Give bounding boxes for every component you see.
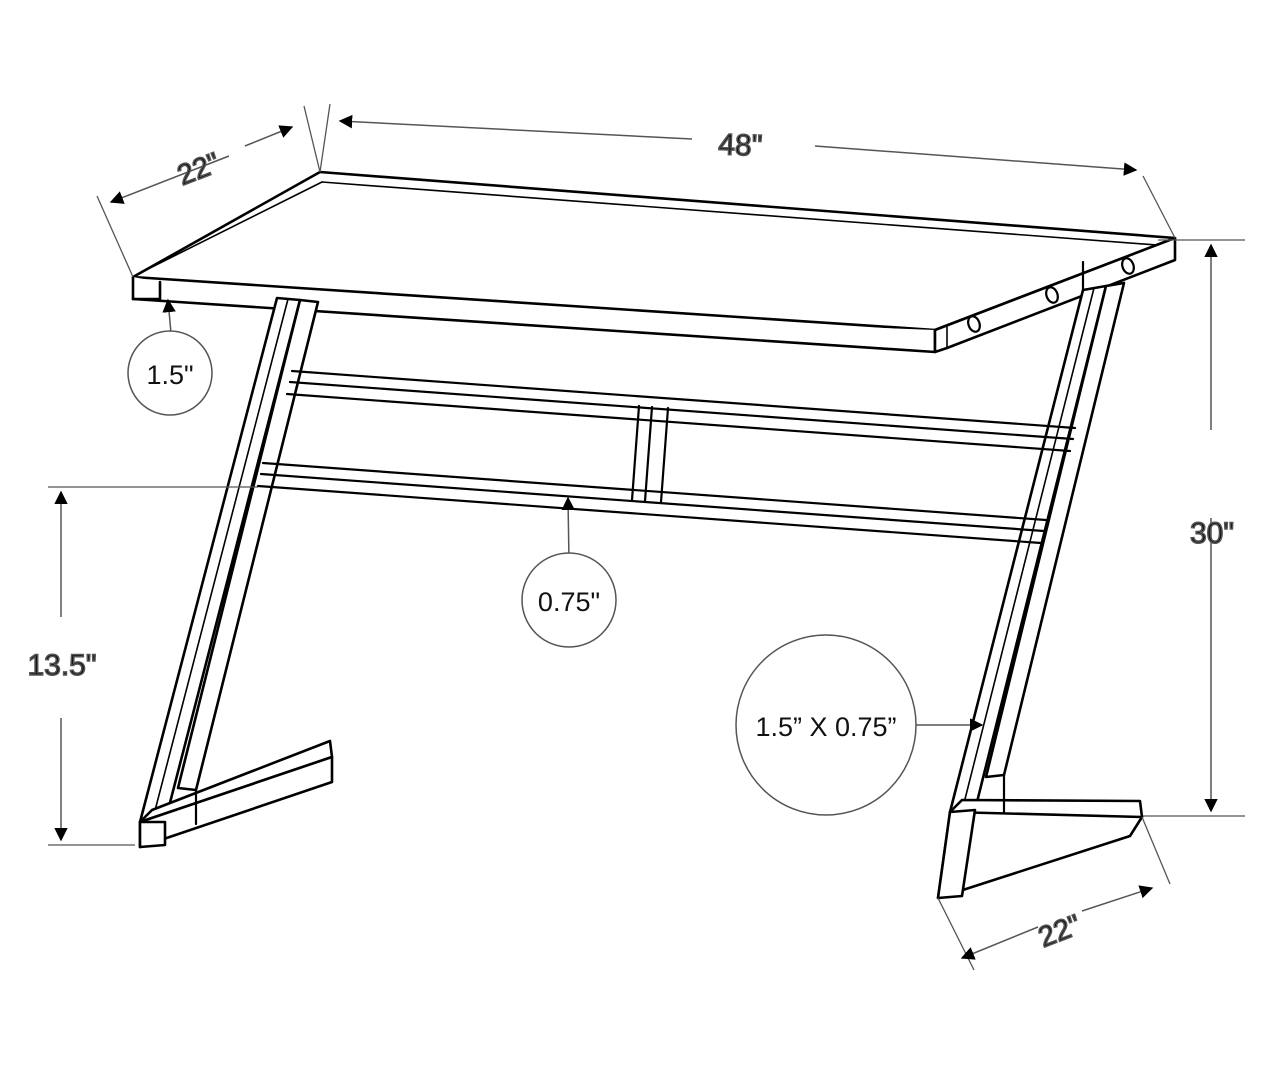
dimension-desktop-width: 48" — [319, 103, 1176, 239]
callout-label-thickness: 1.5" — [146, 360, 193, 390]
lower-rail-top-edge — [261, 461, 1048, 522]
screw-hole-icon — [1045, 286, 1059, 304]
screw-hole-icon — [1121, 257, 1135, 275]
dim-label-shelf-height: 13.5" — [27, 649, 96, 682]
dimension-lower-shelf-height: 13.5" — [27, 486, 258, 846]
screw-hole-icon — [967, 315, 981, 333]
dim-label-foot-depth: 22" — [1034, 909, 1085, 954]
center-connector-right-edge — [659, 406, 670, 504]
ext-line-depth-near — [96, 195, 134, 278]
dim-label-width: 48" — [718, 128, 763, 163]
desktop-back-bevel — [321, 181, 1171, 247]
callout-label-leg: 1.5” X 0.75” — [755, 712, 896, 742]
screw-hole-group — [967, 257, 1135, 333]
ext-line-width-left — [319, 103, 331, 173]
center-connector-left-edge — [630, 404, 641, 502]
callout-layer: 1.5" 0.75" 1.5” X 0.75” — [127, 298, 984, 816]
callout-desktop-thickness: 1.5" — [127, 298, 213, 416]
callout-bubble-rail — [521, 552, 617, 648]
dim-line-width-left — [338, 114, 693, 140]
center-connector — [630, 404, 670, 504]
right-foot-end-face — [936, 808, 977, 900]
callout-leg-profile: 1.5” X 0.75” — [735, 634, 984, 816]
callout-label-rail: 0.75" — [538, 587, 600, 617]
left-leg-front-bar-inner — [151, 298, 289, 823]
ext-line-depth-far — [303, 105, 321, 173]
lower-rail-mid-edge — [259, 472, 1046, 533]
dim-label-depth-top: 22" — [173, 147, 224, 192]
upper-rail-mid-edge — [288, 380, 1075, 441]
dim-line-depth-left — [109, 155, 230, 204]
right-leg-rear-bar — [984, 281, 1126, 779]
center-connector-mid-edge — [643, 405, 654, 503]
right-leg — [948, 260, 1126, 814]
ext-line-width-right — [1142, 175, 1176, 239]
left-leg — [138, 296, 320, 824]
ext-line-foot-far — [1141, 816, 1171, 885]
dim-line-width-right — [814, 145, 1138, 176]
dim-line-foot-right — [1081, 885, 1154, 912]
right-leg-front-bar-inner — [961, 287, 1095, 812]
upper-cross-rail — [285, 369, 1077, 453]
right-foot — [936, 773, 1144, 900]
desktop-left-end-face — [131, 275, 162, 301]
dim-label-height: 30" — [1190, 517, 1234, 550]
left-foot — [138, 739, 334, 849]
callout-bubble-thickness — [127, 330, 213, 416]
desktop-left-bevel — [141, 181, 323, 273]
dim-line-foot-left — [960, 926, 1039, 960]
upper-rail-bottom-edge — [285, 392, 1072, 453]
lower-cross-rail — [256, 461, 1048, 545]
ext-line-foot-near — [937, 897, 975, 971]
callout-bubble-leg — [735, 634, 917, 816]
lower-rail-bottom-edge — [256, 484, 1043, 545]
upper-rail-top-edge — [290, 369, 1077, 430]
dim-line-depth-right — [244, 125, 294, 147]
callout-rail-thickness: 0.75" — [521, 496, 617, 648]
callout-leader-rail — [561, 496, 575, 563]
left-foot-end-face — [138, 820, 167, 849]
desk-assembly — [131, 170, 1177, 900]
dimension-overall-height: 30" — [1143, 239, 1245, 817]
